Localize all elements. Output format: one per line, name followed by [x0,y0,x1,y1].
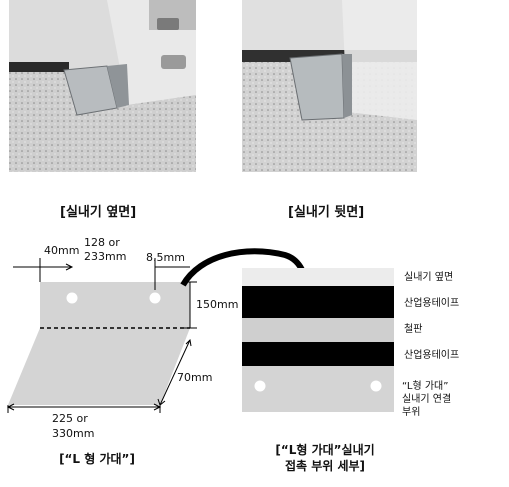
layer-label-indoor-unit-side: 실내기 옆면 [404,272,454,283]
connector-arrow [180,248,306,287]
layer-steel-plate [242,318,394,342]
caption-contact-detail-line2: 접촉 부위 세부] [284,459,366,473]
caption-contact-detail-line1: [“L형 가대”실내기 [275,443,375,457]
layer-label-bracket-line3: 부위 [402,407,421,418]
layer-industrial-tape-2 [242,342,394,366]
dim-label-150mm: 150mm [196,298,239,311]
layer-label-bracket-line2: 실내기 연결 [402,394,452,405]
layer-label-steel-plate: 철판 [404,324,423,335]
dim-label-spacing-line1: 128 or [84,236,120,249]
dim-arrow-width-right [153,403,162,411]
dim-label-70mm: 70mm [177,371,213,384]
layer-bracket-hole-right [370,380,382,392]
layer-label-tape-1: 산업용테이프 [404,298,460,309]
layer-bracket-contact [242,366,394,412]
photo-indoor-unit-side [9,0,196,172]
layer-bracket-hole-left [254,380,266,392]
dim-label-width-line1: 225 or [52,412,88,425]
layer-industrial-tape-1 [242,286,394,318]
layer-label-tape-2: 산업용테이프 [404,350,460,361]
photo-side-illustration [9,0,196,172]
photo-indoor-unit-back [242,0,417,172]
layer-indoor-unit-side [242,268,394,286]
dim-line-70mm [159,339,191,406]
layer-label-bracket-line1: “L형 가대” [402,381,449,392]
dim-arrow-70mm-top [185,338,192,347]
caption-indoor-unit-back: [실내기 뒷면] [288,205,365,220]
dim-arrow-width-left [6,403,15,411]
dim-label-spacing-line2: 233mm [84,250,127,263]
bracket-hole-left [66,292,78,304]
caption-indoor-unit-side: [실내기 옆면] [60,205,137,220]
dim-arrow-40mm [65,263,74,271]
caption-l-bracket: [“L 형 가대”] [59,452,135,466]
dim-label-40mm: 40mm [44,244,80,257]
bracket-vertical-flange [40,282,190,328]
bracket-hole-right [149,292,161,304]
photo-back-illustration [242,0,417,172]
dim-label-8-5mm: 8.5mm [146,251,185,264]
bracket-horizontal-flange [8,328,190,405]
dim-label-width-line2: 330mm [52,427,95,440]
